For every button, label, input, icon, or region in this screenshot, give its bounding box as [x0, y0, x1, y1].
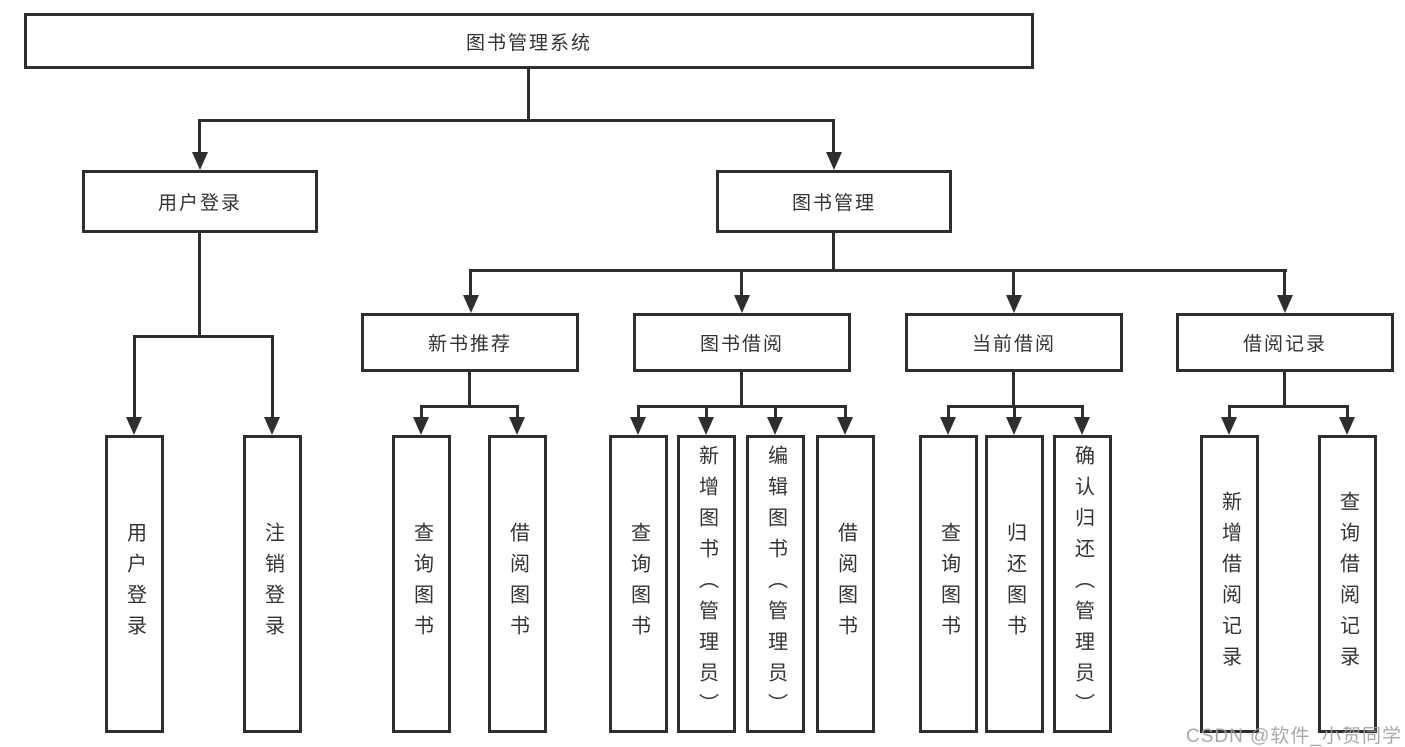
leaf-logout-login: 注销登录 [243, 435, 302, 733]
node-root: 图书管理系统 [24, 13, 1034, 69]
connector-line [740, 269, 743, 297]
connector-line [469, 269, 472, 297]
leaf-query-borrow-record-label: 查询借阅记录 [1336, 491, 1359, 677]
leaf-borrow-books: 借阅图书 [816, 435, 875, 733]
arrow-down-icon [630, 417, 646, 435]
leaf-confirm-return-admin-label: 确认归还（管理员） [1071, 444, 1094, 724]
leaf-query-books-recommend: 查询图书 [392, 435, 451, 733]
node-new-book-recommend-label: 新书推荐 [427, 334, 512, 355]
leaf-query-books-current: 查询图书 [919, 435, 978, 733]
connector-line [198, 231, 201, 337]
leaf-query-books-borrow: 查询图书 [609, 435, 668, 733]
connector-line [1283, 269, 1286, 297]
leaf-user-login-label: 用户登录 [123, 522, 146, 646]
arrow-down-icon [413, 417, 429, 435]
arrow-down-icon [698, 417, 714, 435]
arrow-down-icon [509, 417, 525, 435]
leaf-add-books-admin-label: 新增图书（管理员） [695, 444, 718, 724]
connector-line [637, 405, 640, 419]
connector-line [527, 68, 530, 121]
arrow-down-icon [192, 152, 208, 170]
connector-line [705, 405, 708, 419]
leaf-query-books-current-label: 查询图书 [937, 522, 960, 646]
leaf-add-borrow-record-label: 新增借阅记录 [1218, 491, 1241, 677]
arrow-down-icon [463, 295, 479, 313]
node-current-borrow-label: 当前借阅 [971, 334, 1056, 355]
leaf-confirm-return-admin: 确认归还（管理员） [1053, 435, 1112, 733]
arrow-down-icon [940, 417, 956, 435]
arrow-down-icon [126, 417, 142, 435]
leaf-return-books: 归还图书 [985, 435, 1044, 733]
leaf-query-borrow-record: 查询借阅记录 [1318, 435, 1377, 733]
arrow-down-icon [1006, 417, 1022, 435]
arrow-down-icon [826, 152, 842, 170]
leaf-user-login: 用户登录 [105, 435, 164, 733]
connector-line [1012, 269, 1015, 297]
connector-line [832, 231, 835, 272]
leaf-query-books-recommend-label: 查询图书 [410, 522, 433, 646]
connector-line [844, 405, 847, 419]
csdn-watermark: CSDN @软件_小贺同学 [1186, 726, 1402, 747]
node-book-borrow-label: 图书借阅 [699, 334, 784, 355]
leaf-borrow-books-label: 借阅图书 [834, 522, 857, 646]
node-borrow-records-label: 借阅记录 [1242, 334, 1327, 355]
connector-line [133, 335, 274, 338]
connector-line [198, 119, 835, 122]
leaf-query-books-borrow-label: 查询图书 [627, 522, 650, 646]
leaf-edit-books-admin: 编辑图书（管理员） [746, 435, 805, 733]
node-user-login: 用户登录 [82, 170, 318, 233]
arrow-down-icon [1221, 417, 1237, 435]
node-new-book-recommend: 新书推荐 [361, 313, 579, 372]
node-current-borrow: 当前借阅 [905, 313, 1123, 372]
connector-line [1283, 370, 1286, 407]
connector-line [271, 335, 274, 419]
node-user-login-label: 用户登录 [157, 193, 242, 214]
connector-line [947, 405, 950, 419]
leaf-add-books-admin: 新增图书（管理员） [677, 435, 736, 733]
connector-line [1012, 370, 1015, 407]
arrow-down-icon [1277, 295, 1293, 313]
connector-line [1013, 405, 1016, 419]
arrow-down-icon [837, 417, 853, 435]
connector-line [133, 335, 136, 419]
connector-line [1346, 405, 1349, 419]
leaf-logout-login-label: 注销登录 [261, 522, 284, 646]
leaf-return-books-label: 归还图书 [1003, 522, 1026, 646]
connector-line [637, 405, 847, 408]
arrow-down-icon [767, 417, 783, 435]
connector-line [516, 405, 519, 419]
arrow-down-icon [264, 417, 280, 435]
connector-line [832, 119, 835, 155]
connector-line [420, 405, 519, 408]
connector-line [774, 405, 777, 419]
connector-line [1228, 405, 1231, 419]
arrow-down-icon [734, 295, 750, 313]
connector-line [1228, 405, 1349, 408]
node-root-label: 图书管理系统 [465, 32, 592, 54]
arrow-down-icon [1339, 417, 1355, 435]
node-borrow-records: 借阅记录 [1176, 313, 1394, 372]
connector-line [468, 370, 471, 407]
leaf-borrow-books-recommend-label: 借阅图书 [506, 522, 529, 646]
connector-line [1081, 405, 1084, 419]
node-book-management-label: 图书管理 [791, 193, 876, 214]
connector-line [469, 269, 1287, 272]
connector-line [740, 370, 743, 407]
connector-line [420, 405, 423, 419]
leaf-edit-books-admin-label: 编辑图书（管理员） [764, 444, 787, 724]
arrow-down-icon [1074, 417, 1090, 435]
node-book-management: 图书管理 [716, 170, 952, 233]
leaf-add-borrow-record: 新增借阅记录 [1200, 435, 1259, 733]
leaf-borrow-books-recommend: 借阅图书 [488, 435, 547, 733]
connector-line [198, 119, 201, 155]
node-book-borrow: 图书借阅 [633, 313, 851, 372]
arrow-down-icon [1006, 295, 1022, 313]
